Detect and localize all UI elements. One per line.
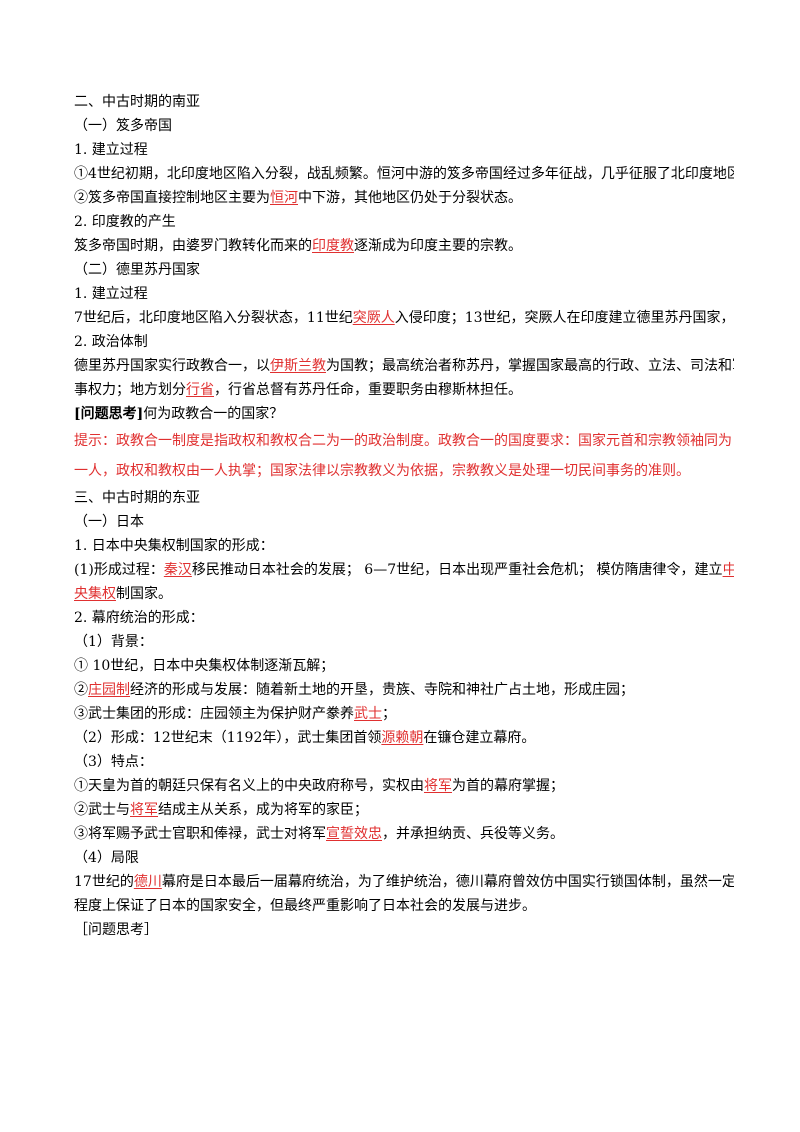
point-title: 2. 政治体制	[74, 334, 148, 350]
paragraph-line: ③将军赐予武士官职和俸禄，武士对将军宣誓效忠，并承担纳贡、兵役等义务。	[74, 826, 564, 842]
keyword: 将军	[424, 778, 452, 794]
keyword: 印度教	[312, 238, 354, 254]
keyword: 秦汉	[163, 562, 192, 578]
paragraph-line: 17世纪的德川幕府是日本最后一届幕府统治，为了维护统治，德川幕府曾效仿中国实行锁…	[74, 874, 734, 890]
paragraph-line: （2）形成：12世纪末（1192年），武士集团首领源赖朝在镰仓建立幕府。	[74, 730, 536, 746]
paragraph-line: 德里苏丹国家实行政教合一，以伊斯兰教为国教；最高统治者称苏丹，掌握国家最高的行政…	[74, 358, 734, 374]
keyword: 庄园制	[88, 682, 130, 698]
keyword: 伊斯兰教	[270, 358, 326, 374]
keyword: 宣誓效忠	[326, 826, 382, 842]
question-text: 何为政教合一的国家？	[143, 406, 284, 422]
keyword: 武士	[354, 706, 382, 722]
subsection-delhi: （二）德里苏丹国家	[74, 262, 200, 278]
paragraph-line: 程度上保证了日本的国家安全，但最终严重影响了日本社会的发展与进步。	[74, 898, 536, 914]
keyword: 德川	[133, 874, 162, 890]
sub-point-title: （1）背景：	[74, 634, 153, 650]
section-title-south-asia: 二、中古时期的南亚	[74, 94, 200, 110]
keyword: 恒河	[270, 190, 298, 206]
paragraph-line: 央集权制国家。	[74, 586, 172, 602]
paragraph-line: ①4世纪初期，北印度地区陷入分裂，战乱频繁。恒河中游的笈多帝国经过多年征战，几乎…	[74, 166, 734, 182]
answer-line: 一人，政权和教权由一人执掌；国家法律以宗教教义为依据，宗教教义是处理一切民间事务…	[74, 463, 690, 479]
keyword: 源赖朝	[381, 730, 424, 746]
paragraph-line: 7世纪后，北印度地区陷入分裂状态，11世纪突厥人入侵印度；13世纪，突厥人在印度…	[74, 310, 734, 326]
question-label: [问题思考]	[74, 406, 144, 422]
question-label-2: ［问题思考］	[74, 922, 158, 938]
point-title: 2. 印度教的产生	[74, 214, 176, 230]
keyword: 央集权	[74, 586, 116, 602]
point-title: 1. 日本中央集权制国家的形成：	[74, 538, 274, 554]
paragraph-line: ① 10世纪，日本中央集权体制逐渐瓦解；	[74, 658, 335, 674]
sub-point-title: （4）局限	[74, 850, 139, 866]
section-title-east-asia: 三、中古时期的东亚	[74, 490, 200, 506]
keyword: 行省	[186, 382, 214, 398]
document-page: 二、中古时期的南亚 （一）笈多帝国 1. 建立过程 ①4世纪初期，北印度地区陷入…	[74, 90, 734, 942]
paragraph-line: ②庄园制经济的形成与发展：随着新土地的开垦，贵族、寺院和神社广占土地，形成庄园；	[74, 682, 634, 698]
keyword: 突厥人	[352, 310, 395, 326]
paragraph-line: ②武士与将军结成主从关系，成为将军的家臣；	[74, 802, 368, 818]
subsection-gupta: （一）笈多帝国	[74, 118, 172, 134]
paragraph-line: (1)形成过程：秦汉移民推动日本社会的发展； 6—7世纪，日本出现严重社会危机；…	[74, 558, 734, 582]
question-line: [问题思考]何为政教合一的国家？	[74, 402, 734, 426]
subsection-japan: （一）日本	[74, 514, 144, 530]
sub-point-title: （3）特点：	[74, 754, 153, 770]
point-title: 2. 幕府统治的形成：	[74, 610, 204, 626]
paragraph-line: ③武士集团的形成：庄园领主为保护财产豢养武士；	[74, 706, 396, 722]
paragraph-line: ①天皇为首的朝廷只保有名义上的中央政府称号，实权由将军为首的幕府掌握；	[74, 778, 564, 794]
point-title: 1. 建立过程	[74, 142, 148, 158]
paragraph-line: ②笈多帝国直接控制地区主要为恒河中下游，其他地区仍处于分裂状态。	[74, 190, 522, 206]
answer-line: 提示：政教合一制度是指政权和教权合二为一的政治制度。政教合一的国度要求：国家元首…	[74, 433, 732, 449]
paragraph-line: 笈多帝国时期，由婆罗门教转化而来的印度教逐渐成为印度主要的宗教。	[74, 238, 522, 254]
point-title: 1. 建立过程	[74, 286, 148, 302]
paragraph-line: 事权力；地方划分行省，行省总督有苏丹任命，重要职务由穆斯林担任。	[74, 382, 522, 398]
keyword: 将军	[130, 802, 158, 818]
keyword: 中	[722, 562, 734, 578]
